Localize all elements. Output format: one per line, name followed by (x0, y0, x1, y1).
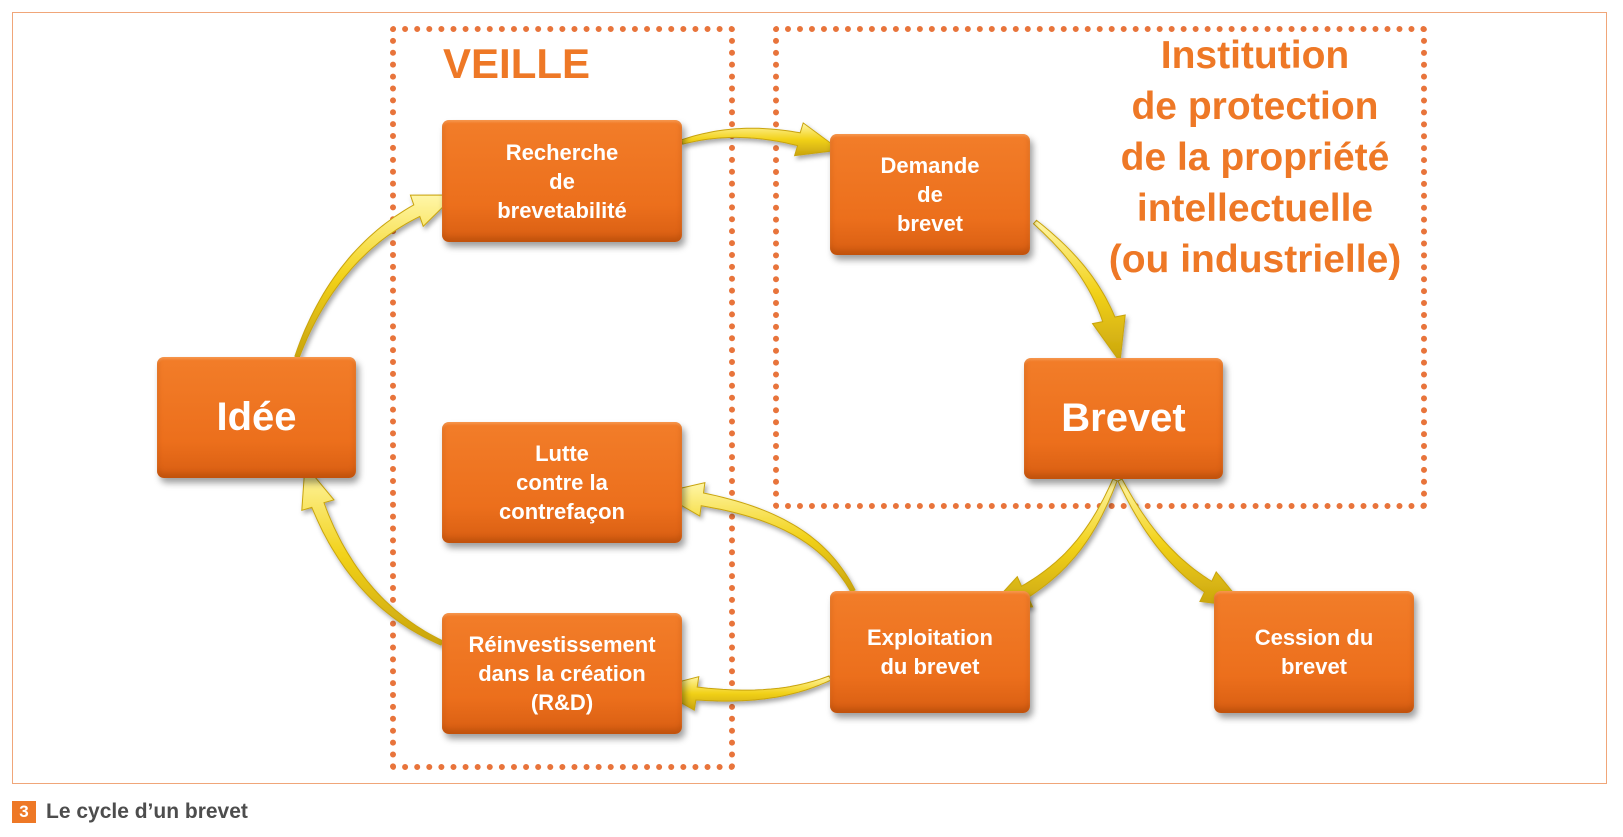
arrow-recherche-to-demande (681, 123, 840, 156)
arrow-idee-to-recherche (295, 195, 455, 358)
institution-title: Institution de protection de la propriét… (1085, 30, 1425, 285)
node-brevet: Brevet (1024, 358, 1223, 479)
node-exploitation-brevet: Exploitation du brevet (830, 591, 1030, 713)
node-idee: Idée (157, 357, 356, 478)
node-recherche-brevetabilite: Recherche de brevetabilité (442, 120, 682, 242)
node-cession-brevet: Cession du brevet (1214, 591, 1414, 713)
arrow-reinv-to-idee (302, 465, 443, 645)
node-lutte-contrefacon: Lutte contre la contrefaçon (442, 422, 682, 543)
arrow-exploitation-to-lutte (660, 483, 855, 592)
node-demande-brevet: Demande de brevet (830, 134, 1030, 255)
caption-text: Le cycle d’un brevet (46, 800, 248, 824)
figure-caption: 3 Le cycle d’un brevet (12, 800, 248, 824)
node-reinvestissement: Réinvestissement dans la création (R&D) (442, 613, 682, 734)
caption-number: 3 (12, 801, 36, 823)
veille-title: VEILLE (443, 40, 590, 88)
arrow-brevet-to-cession (1118, 479, 1245, 607)
